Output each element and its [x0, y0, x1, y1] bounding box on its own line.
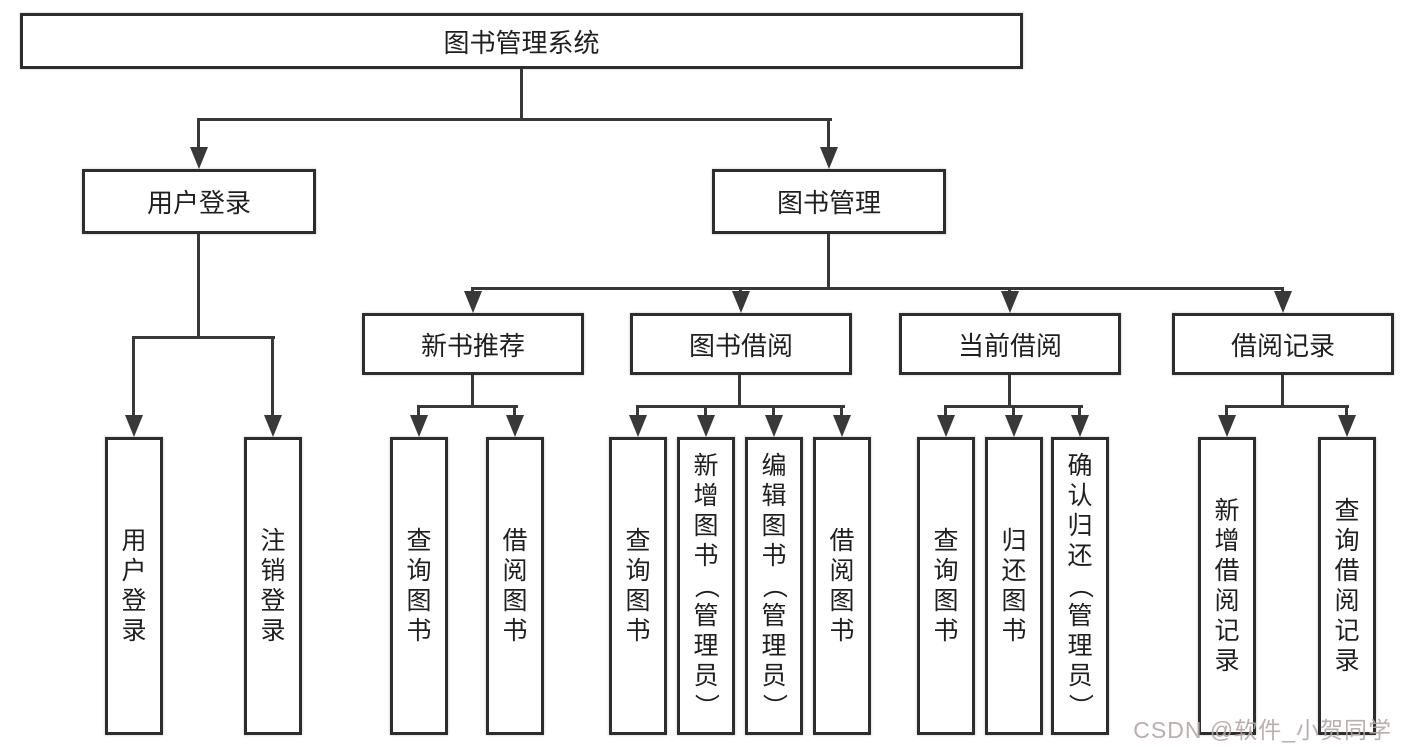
arrowhead-down-icon: [1071, 415, 1089, 437]
leaf-current-return-book: 归还图书: [985, 437, 1043, 735]
leaf-current-confirm-return-admin: 确认归还（管理员）: [1051, 437, 1109, 735]
connector-line: [132, 336, 135, 418]
arrowhead-down-icon: [732, 291, 750, 313]
connector-line: [471, 287, 1284, 290]
connector-line: [520, 69, 523, 118]
connector-line: [271, 336, 274, 418]
arrowhead-down-icon: [820, 147, 838, 169]
connector-line: [417, 405, 420, 418]
connector-line: [636, 405, 845, 408]
node-user-login: 用户登录: [82, 169, 316, 234]
connector-line: [944, 405, 947, 418]
arrowhead-down-icon: [1218, 415, 1236, 437]
connector-line: [827, 118, 830, 150]
arrowhead-down-icon: [464, 291, 482, 313]
connector-line: [1008, 375, 1011, 406]
connector-line: [840, 405, 843, 418]
connector-line: [197, 234, 200, 337]
arrowhead-down-icon: [765, 415, 783, 437]
connector-line: [1345, 405, 1348, 418]
arrowhead-down-icon: [410, 415, 428, 437]
node-book-management: 图书管理: [712, 169, 946, 234]
connector-line: [636, 405, 639, 418]
arrowhead-down-icon: [190, 147, 208, 169]
csdn-watermark: CSDN @软件_小贺同学: [1133, 717, 1392, 743]
connector-line: [738, 375, 741, 406]
connector-line: [133, 336, 275, 339]
connector-line: [704, 405, 707, 418]
arrowhead-down-icon: [833, 415, 851, 437]
node-new-book-recommend: 新书推荐: [362, 313, 584, 375]
connector-line: [1225, 405, 1228, 418]
leaf-newbook-query-book: 查询图书: [390, 437, 448, 735]
arrowhead-down-icon: [1001, 291, 1019, 313]
connector-line: [197, 118, 832, 121]
arrowhead-down-icon: [1274, 291, 1292, 313]
node-root: 图书管理系统: [20, 13, 1023, 69]
leaf-borrow-add-book-admin: 新增图书（管理员）: [677, 437, 735, 735]
arrowhead-down-icon: [125, 415, 143, 437]
leaf-user-login: 用户登录: [105, 437, 163, 735]
leaf-borrow-borrow-book: 借阅图书: [813, 437, 871, 735]
connector-line: [1281, 375, 1284, 406]
leaf-current-query-book: 查询图书: [917, 437, 975, 735]
arrowhead-down-icon: [629, 415, 647, 437]
connector-line: [772, 405, 775, 418]
arrowhead-down-icon: [1338, 415, 1356, 437]
connector-line: [1078, 405, 1081, 418]
connector-line: [197, 118, 200, 150]
connector-line: [1225, 405, 1349, 408]
arrowhead-down-icon: [937, 415, 955, 437]
leaf-borrow-edit-book-admin: 编辑图书（管理员）: [745, 437, 803, 735]
leaf-logout: 注销登录: [244, 437, 302, 735]
node-borrow-records: 借阅记录: [1172, 313, 1394, 375]
node-book-borrow: 图书借阅: [630, 313, 852, 375]
leaf-borrow-query-book: 查询图书: [609, 437, 667, 735]
connector-line: [827, 234, 830, 288]
arrowhead-down-icon: [264, 415, 282, 437]
connector-line: [1012, 405, 1015, 418]
arrowhead-down-icon: [697, 415, 715, 437]
connector-line: [471, 375, 474, 406]
leaf-newbook-borrow-book: 借阅图书: [486, 437, 544, 735]
connector-line: [418, 405, 518, 408]
leaf-record-add-record: 新增借阅记录: [1198, 437, 1256, 735]
connector-line: [513, 405, 516, 418]
node-current-borrow: 当前借阅: [899, 313, 1121, 375]
arrowhead-down-icon: [1005, 415, 1023, 437]
leaf-record-query-record: 查询借阅记录: [1318, 437, 1376, 735]
arrowhead-down-icon: [506, 415, 524, 437]
